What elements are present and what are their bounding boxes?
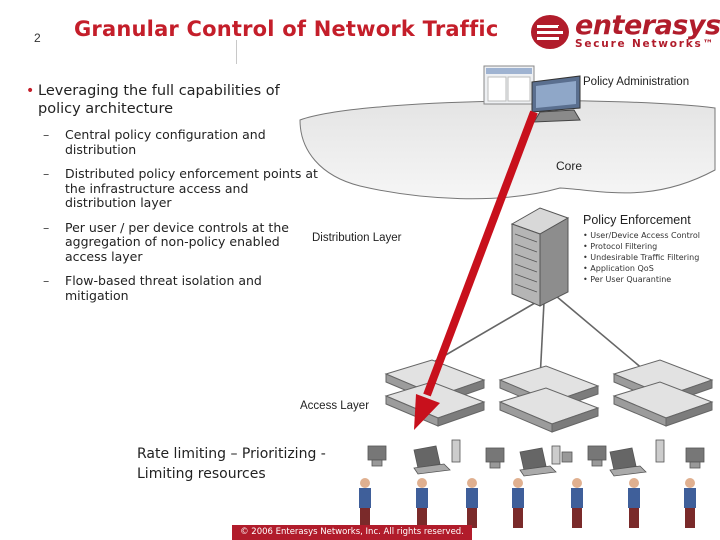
policy-flow-arrow [414, 110, 538, 430]
user-icon [416, 478, 428, 528]
policy-administration-label: Policy Administration [583, 76, 690, 88]
access-switch-stack-right [612, 359, 714, 427]
page-number: 2 [34, 31, 41, 45]
sub-bullet-2: Distributed policy enforcement points at… [22, 166, 322, 211]
sub-bullet-4: Flow-based threat isolation and mitigati… [22, 273, 322, 303]
phone-icon [655, 439, 665, 463]
chassis-switch-icon [510, 207, 570, 307]
desktop-icon [367, 445, 387, 467]
bullet-list: Leveraging the full capabilities of poli… [22, 82, 322, 303]
desktop-icon [485, 447, 505, 469]
enforcement-item: • Undesirable Traffic Filtering [583, 253, 700, 262]
user-icon [512, 478, 524, 528]
sub-bullet-3: Per user / per device controls at the ag… [22, 220, 295, 265]
sub-bullet-1: Central policy configuration and distrib… [22, 127, 322, 157]
distribution-links [419, 295, 651, 381]
phone-icon [551, 445, 573, 465]
brand-name: enterasys [575, 10, 720, 41]
enforcement-list: • User/Device Access Control • Protocol … [583, 230, 700, 285]
user-icons [359, 478, 696, 528]
policy-enforcement-label: Policy Enforcement [583, 213, 691, 227]
desktop-icon [587, 445, 607, 467]
user-icon [628, 478, 640, 528]
desktop-icon [685, 447, 705, 469]
enterasys-logo-icon [531, 15, 569, 49]
brand-tagline: Secure Networks™ [575, 38, 715, 50]
laptop-icon [609, 447, 647, 477]
laptop-icon [413, 445, 451, 475]
user-icon [466, 478, 478, 528]
slide-title: Granular Control of Network Traffic [74, 17, 499, 41]
enforcement-item: • Application QoS [583, 264, 654, 273]
enforcement-item: • Protocol Filtering [583, 242, 658, 251]
access-layer-label: Access Layer [300, 400, 370, 412]
access-switch-stack-center [498, 365, 600, 433]
user-icon [571, 478, 583, 528]
user-icon [359, 478, 371, 528]
user-icon [684, 478, 696, 528]
end-devices [367, 439, 705, 477]
copyright-footer: © 2006 Enterasys Networks, Inc. All righ… [232, 525, 472, 540]
core-label: Core [556, 159, 583, 173]
phone-icon [451, 439, 461, 463]
title-divider [236, 40, 237, 64]
rate-limiting-text: Rate limiting – Prioritizing - Limiting … [137, 446, 326, 482]
distribution-layer-label: Distribution Layer [312, 232, 402, 244]
enforcement-item: • Per User Quarantine [583, 275, 672, 284]
laptop-icon [519, 447, 557, 477]
admin-workstation-icon [483, 65, 581, 123]
enforcement-item: • User/Device Access Control [583, 231, 700, 240]
main-bullet: Leveraging the full capabilities of poli… [22, 82, 322, 118]
